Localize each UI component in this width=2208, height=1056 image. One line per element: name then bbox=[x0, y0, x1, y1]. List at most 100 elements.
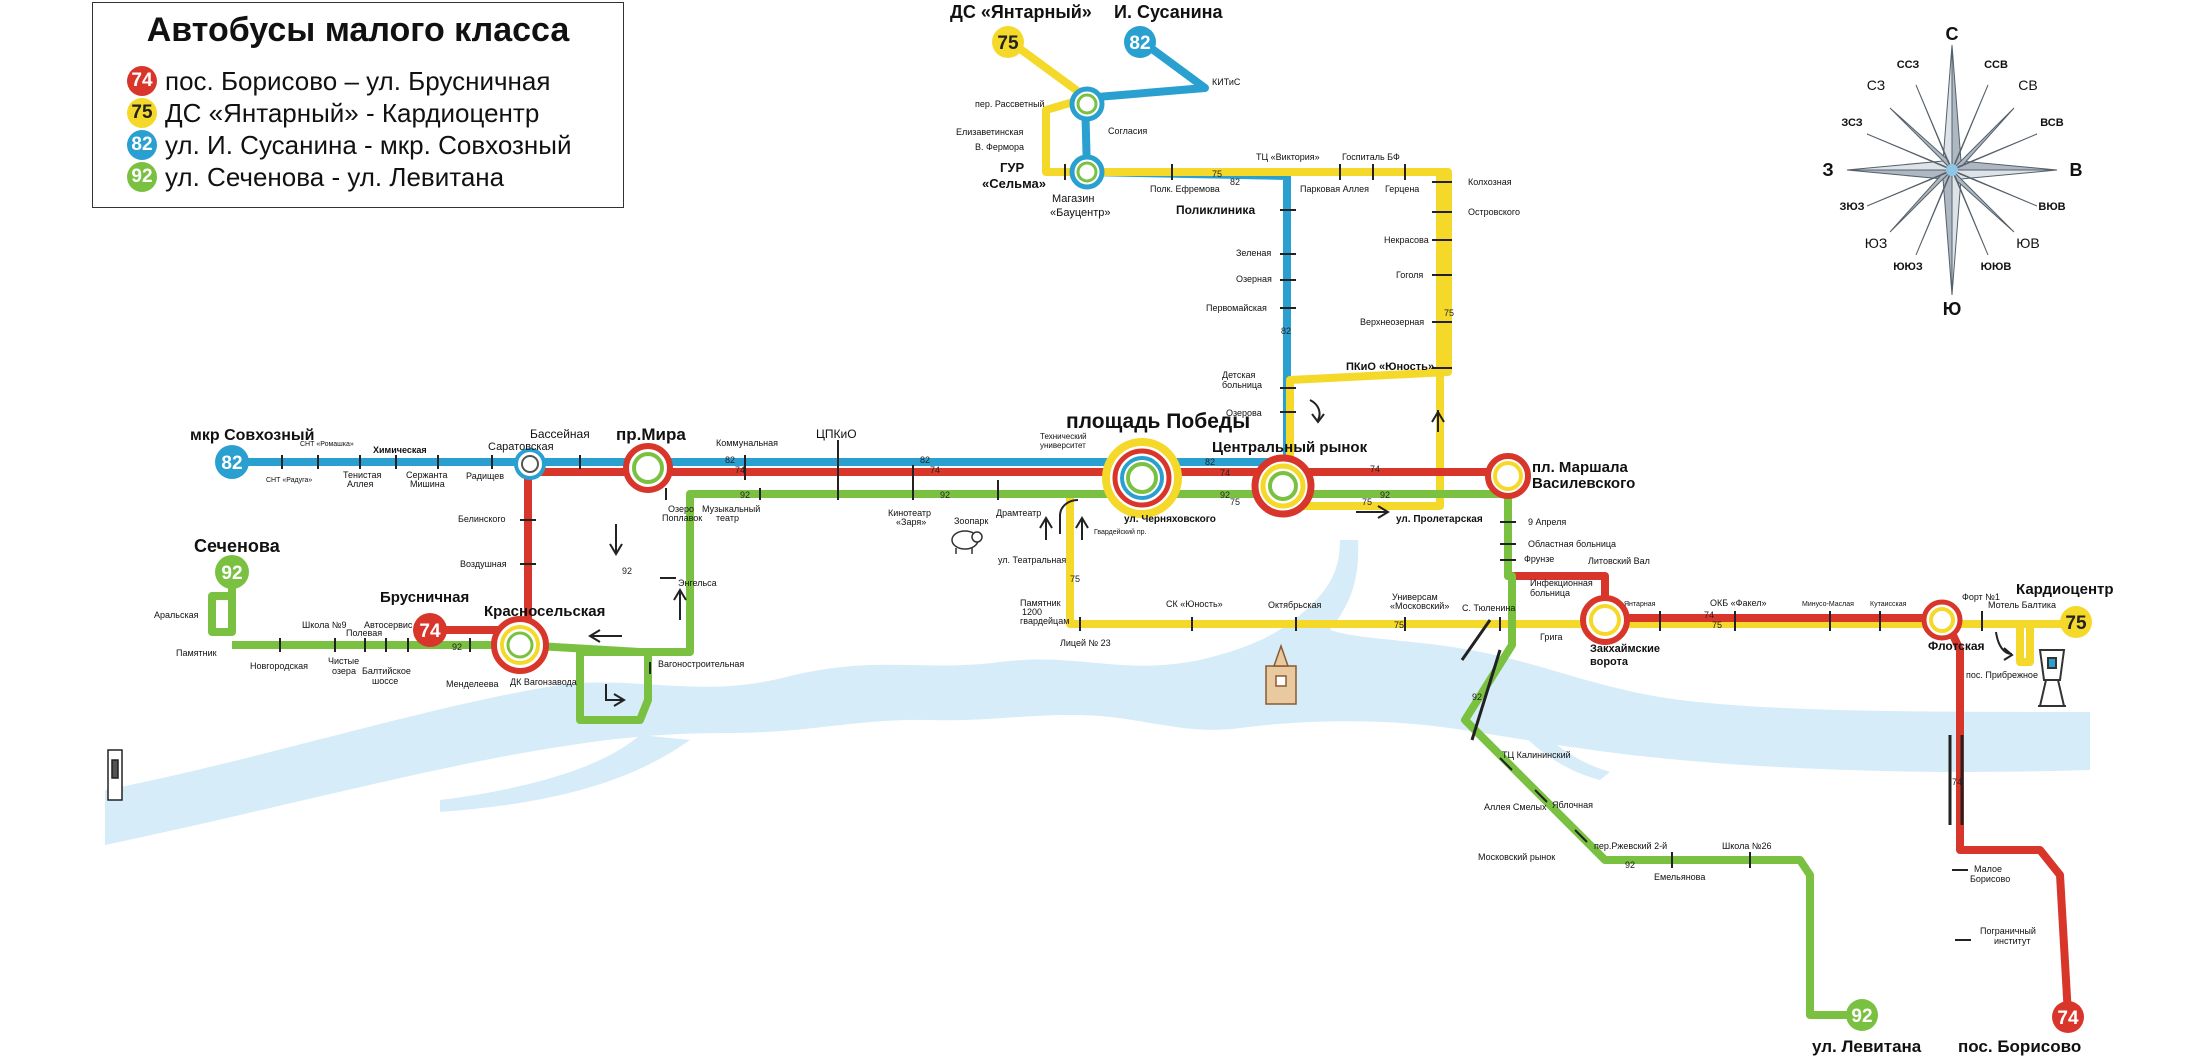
svg-text:75: 75 bbox=[1394, 620, 1404, 630]
route-74-text: пос. Борисово – ул. Брусничная bbox=[165, 65, 551, 96]
legend: Автобусы малого класса 74 пос. Борисово … bbox=[92, 2, 624, 208]
svg-text:Воздушная: Воздушная bbox=[460, 559, 507, 569]
svg-text:82: 82 bbox=[221, 453, 242, 474]
svg-text:75: 75 bbox=[997, 33, 1019, 54]
svg-text:ССЗ: ССЗ bbox=[1897, 59, 1920, 71]
badge-92-bottom: 92 bbox=[1846, 999, 1878, 1031]
svg-text:92: 92 bbox=[1220, 490, 1230, 500]
svg-text:92: 92 bbox=[1851, 1006, 1872, 1027]
svg-text:ЗЮЗ: ЗЮЗ bbox=[1839, 201, 1864, 213]
svg-text:Форт №1: Форт №1 bbox=[1962, 592, 2000, 602]
badge-74-bottom: 74 bbox=[2052, 1001, 2084, 1033]
route-92-text: ул. Сеченова - ул. Левитана bbox=[165, 161, 505, 192]
svg-text:74: 74 bbox=[735, 465, 745, 475]
stop-poliklinika: Поликлиника bbox=[1176, 203, 1255, 217]
terminal-74-left: Брусничная bbox=[380, 589, 469, 606]
svg-text:ССВ: ССВ bbox=[1984, 59, 2008, 71]
svg-text:Мишина: Мишина bbox=[410, 479, 445, 489]
route-92-badge: 92 bbox=[127, 162, 157, 192]
route-92-line bbox=[208, 490, 1862, 1019]
route-82-badge: 82 bbox=[127, 130, 157, 160]
svg-text:75: 75 bbox=[1712, 620, 1722, 630]
svg-text:Мотель Балтика: Мотель Балтика bbox=[1988, 600, 2056, 610]
hub-saratov-label: Саратовская bbox=[488, 441, 554, 453]
stop-basseinaya: Бассейная bbox=[530, 427, 590, 441]
monument-icon bbox=[2038, 649, 2066, 707]
hub-krasno-label: Красносельская bbox=[484, 603, 605, 620]
svg-text:Полк. Ефремова: Полк. Ефремова bbox=[1150, 184, 1220, 194]
svg-text:СНТ «Ромашка»: СНТ «Ромашка» bbox=[300, 441, 354, 448]
svg-text:Автосервис: Автосервис bbox=[364, 620, 413, 630]
svg-text:университет: университет bbox=[1040, 441, 1086, 450]
svg-text:Верхнеозерная: Верхнеозерная bbox=[1360, 317, 1424, 327]
svg-text:ЗСЗ: ЗСЗ bbox=[1841, 117, 1862, 129]
legend-title: Автобусы малого класса bbox=[146, 11, 570, 49]
hub-flot-label: Флотская bbox=[1928, 639, 1985, 653]
svg-text:82: 82 bbox=[725, 455, 735, 465]
svg-text:ВЮВ: ВЮВ bbox=[2038, 201, 2065, 213]
hub-bau-label-2: «Бауцентр» bbox=[1050, 207, 1110, 219]
svg-text:«Московский»: «Московский» bbox=[1390, 601, 1449, 611]
hub-krasno-circle bbox=[491, 616, 549, 674]
legend-row-82: 82 ул. И. Сусанина - мкр. Совхозный bbox=[127, 129, 572, 161]
svg-text:ТЦ Калининский: ТЦ Калининский bbox=[1502, 750, 1571, 760]
route-75-text: ДС «Янтарный» - Кардиоцентр bbox=[165, 97, 540, 128]
svg-text:Яблочная: Яблочная bbox=[1552, 800, 1593, 810]
svg-text:92: 92 bbox=[622, 566, 632, 576]
svg-text:театр: театр bbox=[716, 513, 739, 523]
svg-text:ВСВ: ВСВ bbox=[2040, 117, 2063, 129]
svg-text:Детская: Детская bbox=[1222, 370, 1255, 380]
svg-text:Новгородская: Новгородская bbox=[250, 661, 308, 671]
svg-text:пер.Ржевский 2-й: пер.Ржевский 2-й bbox=[1594, 841, 1667, 851]
svg-text:75: 75 bbox=[1444, 308, 1454, 318]
svg-text:Некрасова: Некрасова bbox=[1384, 235, 1429, 245]
svg-text:74: 74 bbox=[419, 621, 441, 642]
svg-text:82: 82 bbox=[920, 455, 930, 465]
badge-75-top: 75 bbox=[992, 26, 1024, 58]
svg-text:Озерная: Озерная bbox=[1236, 274, 1272, 284]
svg-text:9 Апреля: 9 Апреля bbox=[1528, 517, 1566, 527]
legend-row-92: 92 ул. Сеченова - ул. Левитана bbox=[127, 161, 504, 193]
badge-82-left: 82 bbox=[215, 445, 249, 479]
hub-central-circle bbox=[1251, 454, 1315, 518]
svg-text:92: 92 bbox=[740, 490, 750, 500]
svg-text:шоссе: шоссе bbox=[372, 676, 398, 686]
badge-75-right: 75 bbox=[2060, 606, 2092, 638]
terminal-75-top: ДС «Янтарный» bbox=[950, 2, 1092, 22]
svg-text:ТЦ «Виктория»: ТЦ «Виктория» bbox=[1256, 152, 1320, 162]
svg-text:Малое: Малое bbox=[1974, 864, 2002, 874]
terminal-92-left: Сеченова bbox=[194, 536, 281, 556]
terminal-74-bottom: пос. Борисово bbox=[1958, 1037, 2081, 1056]
svg-text:Аллея Смелых: Аллея Смелых bbox=[1484, 802, 1547, 812]
svg-text:ОКБ «Факел»: ОКБ «Факел» bbox=[1710, 598, 1767, 608]
svg-text:Борисово: Борисово bbox=[1970, 874, 2010, 884]
svg-text:Памятник: Памятник bbox=[1020, 598, 1061, 608]
svg-text:Гоголя: Гоголя bbox=[1396, 270, 1423, 280]
route-74-badge: 74 bbox=[127, 66, 157, 96]
svg-text:Радищев: Радищев bbox=[466, 471, 504, 481]
hub-saratov-circle bbox=[514, 448, 546, 480]
hub-zakh-label-1: Закхаймские bbox=[1590, 643, 1660, 655]
svg-text:Герцена: Герцена bbox=[1385, 184, 1419, 194]
stop-ticks bbox=[279, 164, 1983, 941]
svg-text:75: 75 bbox=[1070, 574, 1080, 584]
hub-gur-label-1: ГУР bbox=[1000, 160, 1024, 175]
svg-text:75: 75 bbox=[2065, 613, 2087, 634]
svg-text:Коммунальная: Коммунальная bbox=[716, 438, 778, 448]
badge-74-left: 74 bbox=[413, 613, 447, 647]
badge-82-top: 82 bbox=[1124, 26, 1156, 58]
svg-text:Ю: Ю bbox=[1943, 299, 1962, 319]
svg-text:Поплавок: Поплавок bbox=[662, 513, 702, 523]
hub-marshal-circle bbox=[1485, 453, 1531, 499]
svg-text:92: 92 bbox=[221, 563, 242, 584]
svg-text:СНТ «Радуга»: СНТ «Радуга» bbox=[266, 477, 312, 484]
svg-text:Островского: Островского bbox=[1468, 207, 1520, 217]
svg-text:пер. Рассветный: пер. Рассветный bbox=[975, 99, 1045, 109]
svg-text:Сержанта: Сержанта bbox=[406, 470, 448, 480]
svg-text:ЮЗ: ЮЗ bbox=[1865, 235, 1888, 251]
svg-text:Лицей № 23: Лицей № 23 bbox=[1060, 638, 1111, 648]
direction-arrows bbox=[588, 399, 2014, 707]
svg-text:Озеро: Озеро bbox=[668, 504, 694, 514]
svg-text:Емельянова: Емельянова bbox=[1654, 872, 1705, 882]
